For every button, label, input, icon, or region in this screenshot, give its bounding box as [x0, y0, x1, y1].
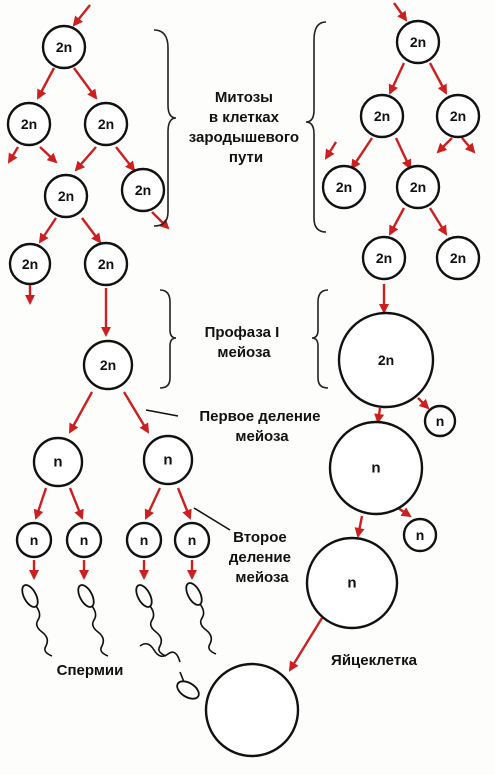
male-germ-cell-3b [120, 167, 166, 213]
cell-label: 2n [100, 357, 116, 373]
female-germ-cell-4b [435, 235, 481, 281]
oogenesis-cells: 2n 2n 2n 2n 2n 2n 2n 2n n n n n [204, 19, 481, 758]
cell-label: 2n [376, 250, 392, 266]
spermatid-3 [125, 521, 163, 559]
cell-label: n [188, 532, 197, 548]
prophase-bracket-right [311, 289, 329, 389]
male-germ-cell-2b [83, 101, 129, 147]
sperm-cells [21, 582, 217, 700]
cell-label: 2n [98, 256, 114, 272]
ootid [305, 536, 399, 630]
cell-label: n [416, 527, 425, 543]
second-division-caption: Второе деление мейоза [229, 529, 295, 586]
cell-label: n [140, 532, 149, 548]
cell-label: n [163, 452, 172, 469]
cell-label: 2n [22, 256, 38, 272]
sperm-2 [77, 584, 109, 657]
cell-label: 2n [378, 352, 394, 368]
prophase-caption: Профаза I мейоза [205, 324, 284, 361]
first-division-pointer [145, 409, 179, 417]
mitosis-bracket-left [153, 29, 177, 227]
spermatid-4 [173, 521, 211, 559]
fertilizing-sperm [139, 642, 200, 700]
sperm-3 [135, 584, 167, 657]
secondary-spermatocyte-b [142, 434, 194, 486]
female-germ-cell-2a [359, 93, 405, 139]
cell-label: 2n [98, 116, 114, 132]
cell-label: n [371, 460, 380, 477]
second-polar-body [402, 517, 438, 553]
female-germ-cell-3b [395, 164, 441, 210]
spermatogenesis-cells: 2n 2n 2n 2n 2n 2n 2n 2n n n n n n n [6, 24, 211, 559]
prophase-bracket-left [159, 289, 177, 389]
cell-label: n [436, 413, 445, 429]
cell-label: 2n [21, 116, 37, 132]
egg-caption: Яйцеклетка [331, 652, 418, 669]
mitosis-caption: Митозы в клетках зародышевого пути [189, 89, 303, 166]
cell-label: 2n [135, 182, 151, 198]
first-division-caption: Первое деление мейоза [199, 408, 324, 445]
female-germ-cell-4a [361, 235, 407, 281]
male-germ-cell-1 [41, 24, 87, 70]
cell-label: n [53, 454, 62, 471]
male-germ-cell-3a [43, 173, 89, 219]
arrows [7, 2, 476, 672]
spermatid-1 [15, 521, 53, 559]
second-division-pointer [193, 507, 231, 531]
primary-spermatocyte [82, 339, 134, 391]
cell-label: 2n [450, 108, 466, 124]
male-germ-cell-4a [8, 242, 52, 286]
cell-label: 2n [450, 250, 466, 266]
cell-label: 2n [410, 34, 426, 50]
primary-oocyte [337, 311, 435, 409]
female-germ-cell-1 [395, 19, 441, 65]
cell-label: n [347, 575, 356, 592]
cell-label: 2n [410, 179, 426, 195]
first-polar-body [423, 404, 457, 438]
cell-label: 2n [336, 179, 352, 195]
spermatid-2 [65, 521, 103, 559]
egg-cell [204, 662, 300, 758]
secondary-spermatocyte-a [32, 436, 84, 488]
sperm-1 [21, 584, 53, 657]
cell-label: 2n [58, 188, 74, 204]
female-germ-cell-2b [435, 93, 481, 139]
cell-label: 2n [56, 39, 72, 55]
brackets [145, 21, 329, 531]
male-germ-cell-4b [83, 241, 129, 287]
secondary-oocyte [328, 420, 424, 516]
cell-label: 2n [374, 108, 390, 124]
sperm-caption: Спермии [57, 662, 124, 679]
captions: Митозы в клетках зародышевого пути Профа… [57, 89, 418, 679]
mitosis-bracket-right [305, 21, 327, 233]
cell-label: n [80, 532, 89, 548]
female-germ-cell-3a [321, 164, 367, 210]
male-germ-cell-2a [6, 101, 52, 147]
cell-label: n [30, 532, 39, 548]
sperm-4 [185, 582, 217, 655]
